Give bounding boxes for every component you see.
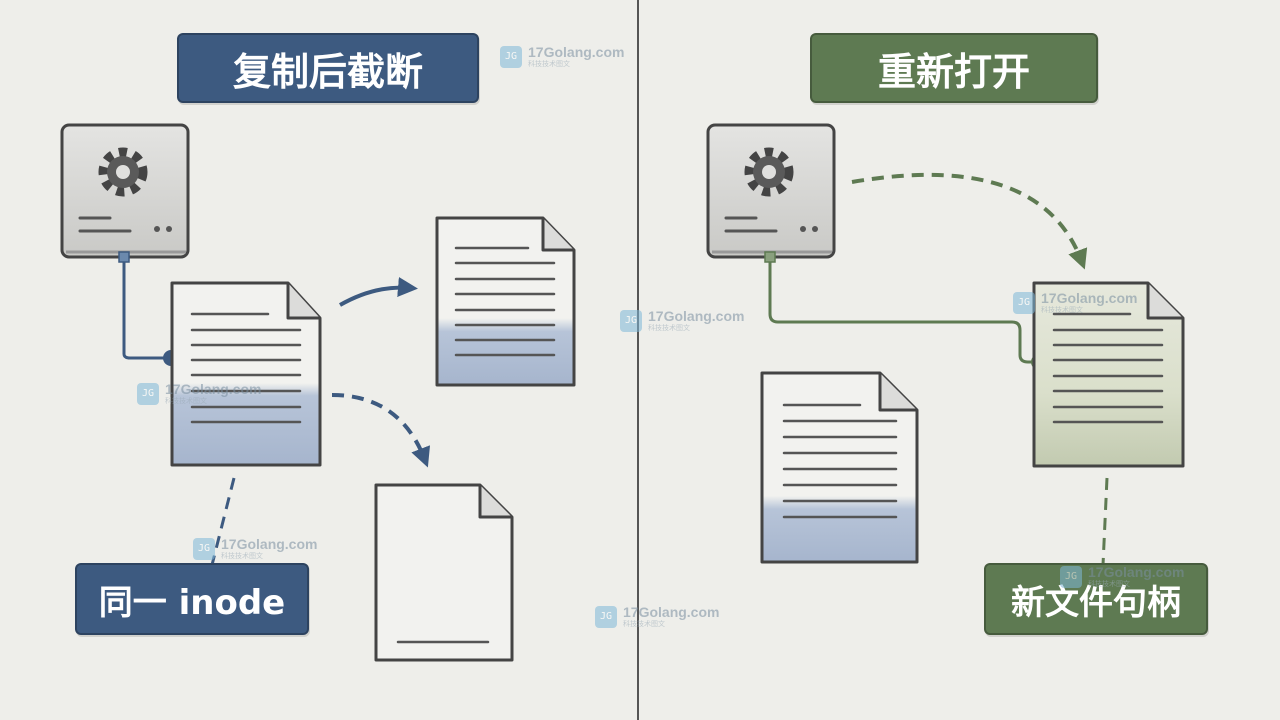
right-title-label: 重新打开 <box>810 33 1098 103</box>
right-process-server <box>706 123 836 259</box>
left-original-file-icon <box>170 281 322 467</box>
right-bottom-label: 新文件句柄 <box>984 563 1208 635</box>
right-title-text: 重新打开 <box>877 49 1030 94</box>
left-fd-connector <box>122 257 170 360</box>
left-bottom-label: 同一 inode <box>75 563 309 635</box>
gear-icon <box>98 147 148 197</box>
right-fd-connector <box>768 257 1034 364</box>
truncated-file-icon <box>374 483 514 662</box>
reopen-arrow <box>851 172 1088 270</box>
new-file-icon <box>1032 281 1185 468</box>
right-label-pointer <box>1101 477 1109 566</box>
left-bottom-label-text: 同一 inode <box>98 582 286 623</box>
left-process-server <box>60 123 190 259</box>
copy-arrow <box>339 277 418 307</box>
right-bottom-label-text: 新文件句柄 <box>1011 582 1181 623</box>
gear-icon <box>744 147 794 197</box>
left-title-text: 复制后截断 <box>232 49 423 94</box>
left-label-pointer <box>210 477 236 566</box>
truncate-arrow <box>331 393 431 468</box>
copied-file-icon <box>435 216 576 387</box>
rotated-old-file-icon <box>760 371 919 564</box>
left-title-label: 复制后截断 <box>177 33 479 103</box>
